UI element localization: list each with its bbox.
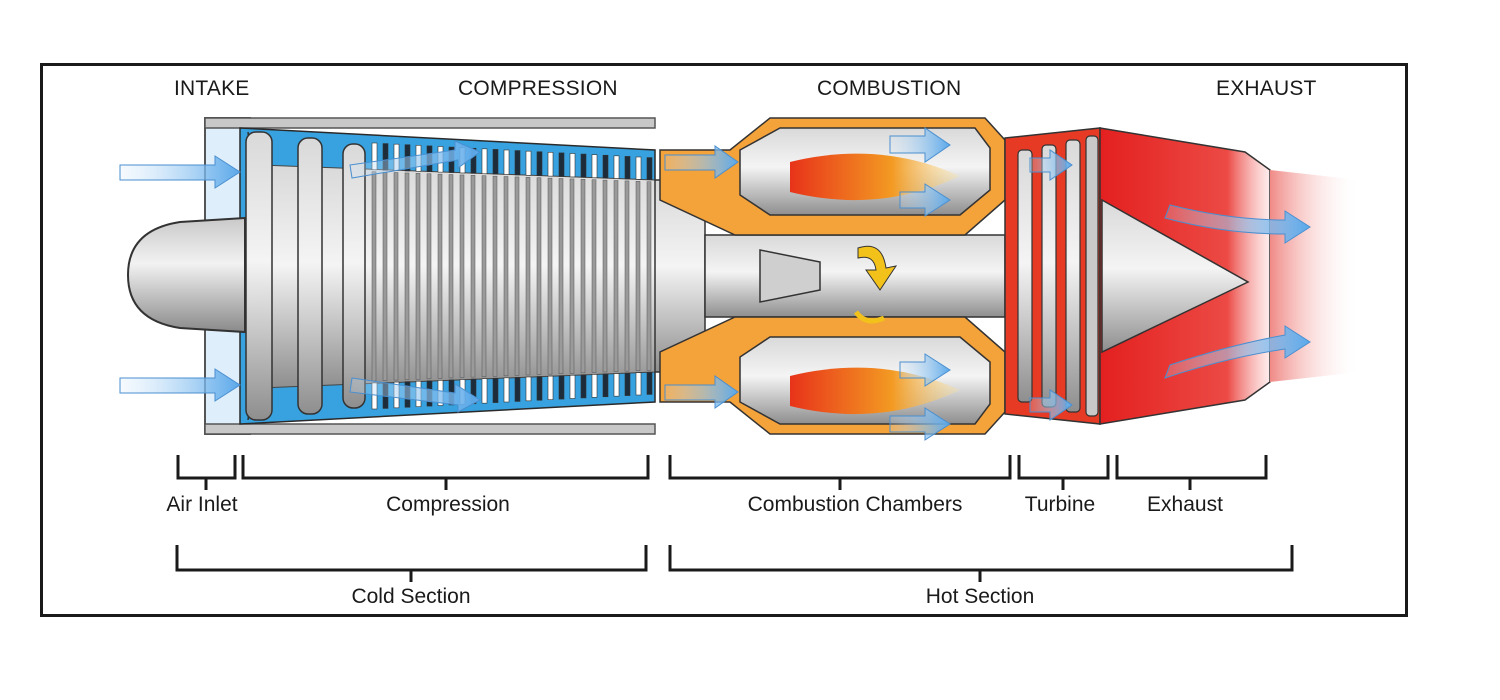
compressor-blade [635, 156, 642, 180]
compressor-blade [470, 147, 477, 174]
part-brackets [176, 455, 1268, 490]
compressor-blade [503, 377, 510, 403]
combustion-chambers-bracket [668, 455, 1012, 490]
compressor-disc [481, 175, 487, 377]
section-label-cold: Cold Section [351, 585, 471, 608]
compressor-disc [613, 180, 619, 372]
compressor-disc [602, 179, 608, 373]
compressor-blade [481, 378, 488, 404]
compressor-blade [580, 374, 587, 399]
turbine-section [1004, 127, 1101, 425]
combustion-chamber-upper [659, 117, 1006, 236]
compressor-blade [602, 373, 609, 398]
compressor-blade [514, 377, 521, 402]
compressor-blade [536, 151, 543, 177]
section-brackets [175, 545, 1294, 582]
compressor-disc [547, 177, 553, 375]
compressor-blade [569, 153, 576, 178]
compressor-disc [514, 176, 520, 376]
compressor-blade [580, 153, 587, 178]
compressor-disc [437, 173, 443, 379]
compressor-blade [624, 372, 631, 396]
compressor-blade [613, 373, 620, 397]
compression-bracket [241, 455, 650, 490]
compressor-blade [602, 154, 609, 179]
diagram-frame [40, 63, 1408, 617]
compressor-disc [591, 179, 597, 373]
cold-section-bracket [175, 545, 648, 582]
compressor-blade [492, 149, 499, 175]
compressor-blade [613, 155, 620, 179]
compressor-disc [492, 175, 498, 377]
air-inlet-bracket [176, 455, 237, 490]
combustion-chamber-lower [659, 316, 1006, 435]
compressor-blade [514, 150, 521, 176]
compressor-disc [635, 181, 641, 371]
compressor-disc [404, 172, 410, 380]
fan-blades [245, 131, 366, 421]
compressor-disc [624, 180, 630, 372]
compressor-disc [382, 171, 388, 381]
hot-section-bracket [668, 545, 1294, 582]
compressor-blade [558, 152, 565, 177]
part-label-exhaust: Exhaust [1147, 493, 1223, 516]
part-label-compression: Compression [386, 493, 510, 516]
compressor-disc [536, 177, 542, 375]
compressor-blade [591, 154, 598, 179]
compressor-disc [470, 175, 476, 378]
stage-label-combustion: COMBUSTION [817, 77, 962, 100]
exhaust-nozzle [1099, 127, 1360, 425]
compressor-blade [646, 372, 653, 395]
compressor-disc [426, 173, 432, 380]
stage-label-intake: INTAKE [174, 77, 250, 100]
compressor-blade [547, 152, 554, 177]
compressor-blade [525, 376, 532, 402]
part-label-combustion-chambers: Combustion Chambers [747, 493, 963, 516]
compressor-blades [371, 142, 653, 410]
exhaust-bracket [1115, 455, 1268, 490]
section-label-hot: Hot Section [925, 585, 1035, 608]
stage-label-compression: COMPRESSION [458, 77, 618, 100]
compressor-disc [393, 172, 399, 381]
compressor-disc [503, 176, 509, 377]
compressor-disc [580, 179, 586, 374]
compressor-blade [646, 157, 653, 181]
compressor-disc [525, 177, 531, 376]
stage-label-exhaust: EXHAUST [1216, 77, 1317, 100]
compressor-blade [569, 374, 576, 399]
compressor-blade [591, 374, 598, 398]
compressor-disc [415, 173, 421, 380]
part-label-air-inlet: Air Inlet [166, 493, 238, 516]
compressor-disc [558, 178, 564, 374]
compressor-disc [448, 174, 454, 379]
compressor-disc [569, 178, 575, 374]
airflow-arrows [119, 127, 1311, 441]
shaft-rotation-arrow-icon [853, 245, 898, 324]
compressor-blade [492, 377, 499, 403]
compressor-blade [635, 372, 642, 396]
compressor-blade [558, 375, 565, 400]
compressor-disc [371, 171, 377, 382]
compressor-disc [459, 174, 465, 378]
compressor-blade [525, 150, 532, 176]
spinner-nose-cone [126, 216, 246, 334]
compressor-blade [536, 376, 543, 401]
compressor-blade [481, 148, 488, 175]
turbine-bracket [1017, 455, 1110, 490]
compressor-disc [646, 181, 652, 371]
part-label-turbine: Turbine [1024, 493, 1096, 516]
compressor-blade [624, 156, 631, 180]
compressor-blade [547, 375, 554, 400]
compressor-blade [503, 149, 510, 175]
